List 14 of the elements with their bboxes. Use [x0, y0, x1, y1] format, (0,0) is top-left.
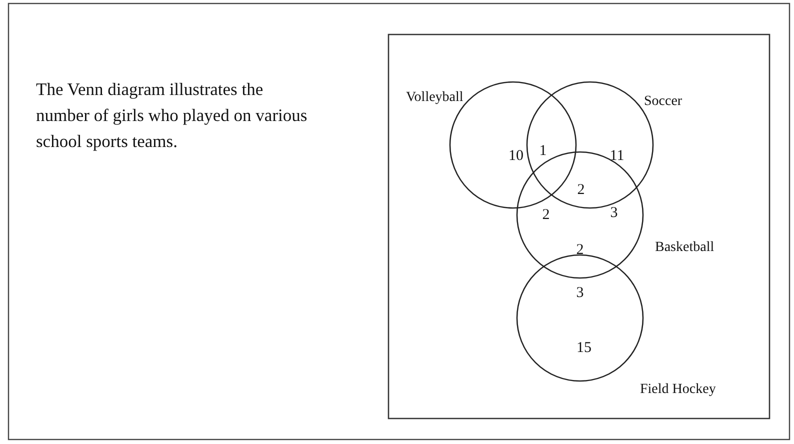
set-label: Soccer [644, 94, 682, 110]
set-label: Volleyball [406, 90, 464, 106]
region-count: 1 [539, 143, 547, 159]
region-count: 15 [576, 340, 592, 356]
region-count: 2 [577, 182, 585, 198]
region-count: 10 [508, 148, 524, 164]
region-count: 3 [610, 205, 618, 221]
set-label: Field Hockey [640, 382, 716, 398]
region-count: 11 [610, 148, 624, 164]
set-label: Basketball [655, 240, 714, 256]
description-text: The Venn diagram illustrates the number of girls who played on various school sports teams. [36, 78, 308, 153]
region-count: 3 [576, 285, 584, 301]
region-count: 2 [576, 242, 584, 258]
region-count: 2 [542, 207, 550, 223]
